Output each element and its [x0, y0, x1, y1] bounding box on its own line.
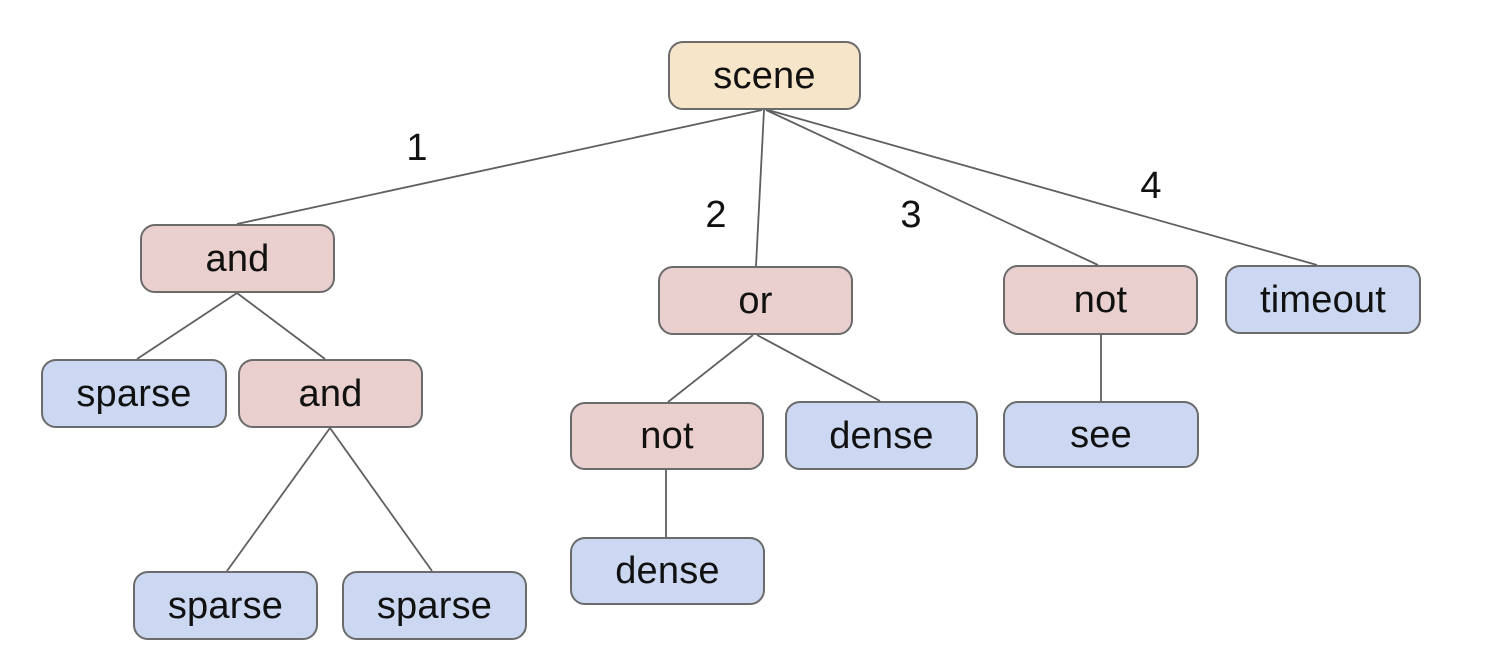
- node-label-not-1: not: [1073, 279, 1128, 321]
- edge-scene-to-or-1: [755, 109, 765, 267]
- node-label-sparse-3: sparse: [376, 584, 493, 627]
- node-scene: scene: [668, 41, 861, 110]
- node-not-1: not: [1003, 265, 1198, 335]
- node-and-2: and: [238, 359, 423, 428]
- node-label-or-1: or: [738, 279, 773, 322]
- node-and-1: and: [140, 224, 335, 293]
- node-label-timeout-1: timeout: [1259, 278, 1386, 321]
- node-label-sparse-1: sparse: [76, 372, 192, 415]
- node-not-2: not: [570, 402, 764, 470]
- node-sparse-3: sparse: [342, 571, 527, 640]
- edge-scene-to-and-1: [236, 109, 763, 225]
- node-label-scene: scene: [713, 54, 816, 97]
- node-or-1: or: [658, 266, 853, 335]
- node-label-and-2: and: [298, 372, 363, 415]
- node-label-and-1: and: [205, 237, 270, 280]
- node-sparse-2: sparse: [133, 571, 318, 640]
- node-sparse-1: sparse: [41, 359, 227, 428]
- edge-and-2-to-sparse-3: [329, 427, 433, 572]
- node-dense-2: dense: [570, 537, 765, 605]
- edge-label-2: 2: [705, 194, 727, 236]
- edge-scene-to-not-1: [765, 109, 1099, 266]
- edge-and-1-to-and-2: [236, 292, 326, 360]
- edge-and-2-to-sparse-2: [226, 427, 331, 572]
- edge-and-1-to-sparse-1: [136, 292, 238, 360]
- node-label-sparse-2: sparse: [167, 584, 284, 627]
- node-dense-1: dense: [785, 401, 978, 470]
- edge-label-3: 3: [900, 194, 922, 236]
- node-timeout-1: timeout: [1225, 265, 1421, 334]
- edge-or-1-to-dense-1: [756, 334, 881, 402]
- edge-label-4: 4: [1140, 165, 1162, 207]
- edge-or-1-to-not-2: [667, 334, 754, 403]
- edge-scene-to-timeout-1: [767, 109, 1318, 266]
- node-label-dense-2: dense: [615, 550, 720, 592]
- edge-label-1: 1: [406, 127, 428, 169]
- node-label-dense-1: dense: [829, 414, 934, 457]
- node-see-1: see: [1003, 401, 1199, 468]
- node-label-not-2: not: [640, 415, 694, 457]
- node-label-see-1: see: [1070, 413, 1132, 456]
